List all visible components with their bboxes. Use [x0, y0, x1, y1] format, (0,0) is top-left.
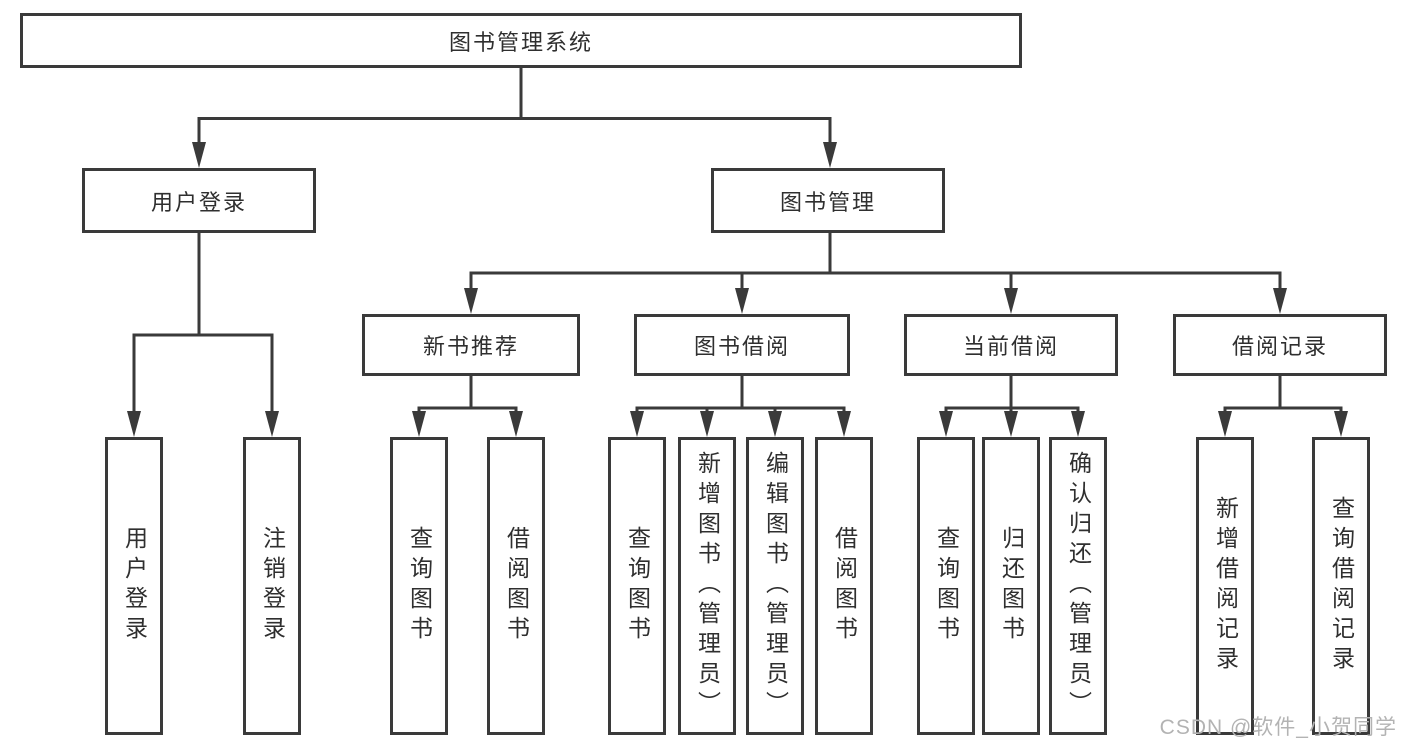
leaf-add-borrow-record-label: 新增借阅记录 — [1212, 496, 1239, 676]
node-user-login-label: 用户登录 — [150, 189, 247, 215]
leaf-borrow-books-recommend: 借阅图书 — [487, 437, 545, 735]
leaf-query-borrow-record-label: 查询借阅记录 — [1328, 496, 1355, 676]
node-borrow-records: 借阅记录 — [1173, 314, 1387, 376]
leaf-borrow-books-label: 借阅图书 — [831, 526, 858, 646]
leaf-edit-books-admin: 编辑图书（管理员） — [746, 437, 804, 735]
leaf-query-borrow-record: 查询借阅记录 — [1312, 437, 1370, 735]
leaf-query-books-recommend: 查询图书 — [390, 437, 448, 735]
leaf-return-books-label: 归还图书 — [998, 526, 1025, 646]
leaf-add-books-admin: 新增图书（管理员） — [678, 437, 736, 735]
node-system-root: 图书管理系统 — [20, 13, 1022, 68]
leaf-logout: 注销登录 — [243, 437, 301, 735]
csdn-watermark: CSDN @软件_小贺同学 — [1159, 716, 1397, 739]
node-new-book-recommend-label: 新书推荐 — [422, 334, 519, 359]
node-new-book-recommend: 新书推荐 — [362, 314, 580, 376]
node-book-management-label: 图书管理 — [779, 189, 876, 215]
node-book-borrow-label: 图书借阅 — [693, 334, 790, 359]
leaf-edit-books-admin-label: 编辑图书（管理员） — [762, 451, 789, 721]
leaf-query-books-recommend-label: 查询图书 — [406, 526, 433, 646]
leaf-logout-label: 注销登录 — [259, 526, 286, 646]
leaf-query-books-current-label: 查询图书 — [933, 526, 960, 646]
leaf-query-books-borrow-label: 查询图书 — [624, 526, 651, 646]
leaf-add-borrow-record: 新增借阅记录 — [1196, 437, 1254, 735]
leaf-borrow-books: 借阅图书 — [815, 437, 873, 735]
leaf-confirm-return-admin: 确认归还（管理员） — [1049, 437, 1107, 735]
node-user-login: 用户登录 — [82, 168, 316, 233]
leaf-query-books-current: 查询图书 — [917, 437, 975, 735]
node-borrow-records-label: 借阅记录 — [1231, 334, 1328, 359]
node-book-management: 图书管理 — [711, 168, 945, 233]
leaf-return-books: 归还图书 — [982, 437, 1040, 735]
leaf-borrow-books-recommend-label: 借阅图书 — [503, 526, 530, 646]
leaf-confirm-return-admin-label: 确认归还（管理员） — [1065, 451, 1092, 721]
leaf-add-books-admin-label: 新增图书（管理员） — [694, 451, 721, 721]
node-book-borrow: 图书借阅 — [634, 314, 850, 376]
leaf-user-login: 用户登录 — [105, 437, 163, 735]
node-current-borrow-label: 当前借阅 — [962, 334, 1059, 359]
node-system-root-label: 图书管理系统 — [448, 29, 593, 55]
leaf-user-login-label: 用户登录 — [121, 526, 148, 646]
node-current-borrow: 当前借阅 — [904, 314, 1118, 376]
leaf-query-books-borrow: 查询图书 — [608, 437, 666, 735]
